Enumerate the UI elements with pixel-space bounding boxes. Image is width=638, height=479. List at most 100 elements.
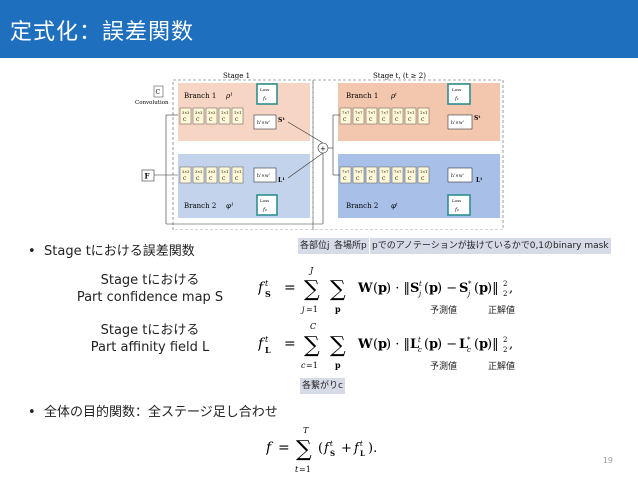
svg-text:1×1: 1×1 bbox=[420, 170, 427, 174]
svg-text:3×3: 3×3 bbox=[182, 111, 189, 115]
svg-text:f₂: f₂ bbox=[262, 207, 267, 213]
svg-text:p: p bbox=[429, 281, 438, 296]
desc-affinity-field: Stage tにおける Part affinity field L bbox=[50, 322, 250, 356]
svg-text:f₁: f₁ bbox=[262, 96, 267, 102]
svg-text:p: p bbox=[378, 337, 387, 352]
stage-t-branch1-convs: 7×7 7×7 7×7 7×7 7×7 1×1 1×1 C C C C C C … bbox=[339, 107, 430, 125]
svg-text:)‖: )‖ bbox=[487, 281, 499, 296]
svg-text:3×3: 3×3 bbox=[208, 111, 215, 115]
svg-text:W: W bbox=[357, 281, 373, 296]
equation-affinity-loss: f t L = C ∑ c =1 ∑ p W ( p ) · ‖ L t c (… bbox=[257, 318, 558, 374]
svg-text:(: ( bbox=[474, 281, 479, 296]
svg-text:7×7: 7×7 bbox=[394, 111, 401, 115]
svg-text:=: = bbox=[284, 336, 296, 352]
svg-text:1×1: 1×1 bbox=[221, 111, 228, 115]
svg-text:C: C bbox=[395, 176, 399, 182]
s1-label: S¹ bbox=[278, 117, 285, 124]
svg-text:2: 2 bbox=[503, 290, 507, 298]
svg-text:p: p bbox=[429, 337, 438, 352]
bullet-stage-loss-text: Stage tにおける誤差関数 bbox=[44, 244, 195, 259]
label-predicted-s: 予測値 bbox=[430, 306, 458, 316]
svg-text:(: ( bbox=[373, 337, 378, 352]
feature-input-box bbox=[141, 169, 155, 182]
svg-text:f₂: f₂ bbox=[454, 207, 459, 213]
svg-text:W: W bbox=[357, 337, 373, 352]
svg-text:C: C bbox=[369, 117, 373, 123]
svg-text:(: ( bbox=[474, 337, 479, 352]
svg-text:C: C bbox=[183, 117, 187, 123]
svg-text:p: p bbox=[479, 281, 488, 296]
svg-text:(: ( bbox=[424, 337, 429, 352]
stage-t-s-output bbox=[447, 114, 473, 130]
svg-text:t: t bbox=[360, 440, 363, 448]
svg-text:1×1: 1×1 bbox=[420, 111, 427, 115]
feature-input-label: F bbox=[145, 172, 150, 181]
stage-t-label: Stage t, (t ≥ 2) bbox=[373, 72, 426, 80]
svg-text:J: J bbox=[308, 266, 314, 275]
svg-text:j: j bbox=[300, 305, 305, 314]
svg-text:j: j bbox=[417, 290, 422, 298]
svg-text:7×7: 7×7 bbox=[381, 111, 388, 115]
svg-text:7×7: 7×7 bbox=[342, 170, 349, 174]
l1-label: L¹ bbox=[278, 177, 285, 184]
svg-text:=1: =1 bbox=[306, 305, 318, 314]
stage1-branch1-convs: 3×3 3×3 3×3 1×1 1×1 C C C C C bbox=[179, 107, 244, 125]
label-ground-truth-l: 正解値 bbox=[488, 362, 516, 372]
svg-text:f: f bbox=[353, 441, 361, 456]
svg-text:C: C bbox=[382, 117, 386, 123]
svg-text:C: C bbox=[408, 117, 412, 123]
svg-text:1×1: 1×1 bbox=[221, 170, 228, 174]
svg-text:) −: ) − bbox=[437, 337, 457, 352]
svg-text:C: C bbox=[183, 176, 187, 182]
stage1-loss-f2 bbox=[256, 194, 278, 216]
svg-text:Loss: Loss bbox=[452, 87, 461, 92]
svg-text:∑: ∑ bbox=[330, 277, 346, 302]
svg-text:)‖: )‖ bbox=[487, 337, 499, 352]
svg-text:p: p bbox=[378, 281, 387, 296]
svg-text:L: L bbox=[360, 449, 365, 458]
svg-text:3×3: 3×3 bbox=[195, 170, 202, 174]
stage1-phi-label: φ¹ bbox=[226, 202, 234, 210]
bullet-dot: • bbox=[28, 244, 36, 259]
svg-text:7×7: 7×7 bbox=[355, 170, 362, 174]
architecture-diagram: Stage 1 Stage t, (t ≥ 2) C Convolution F… bbox=[118, 70, 508, 231]
svg-text:7×7: 7×7 bbox=[394, 170, 401, 174]
bullet-stage-loss: • Stage tにおける誤差関数 bbox=[28, 240, 195, 259]
equation-total-loss: f = T ∑ t =1 ( f t S + f t L ). bbox=[265, 422, 416, 478]
convolution-legend-box bbox=[153, 85, 164, 98]
svg-text:t: t bbox=[419, 280, 422, 288]
svg-text:) · ‖: ) · ‖ bbox=[386, 337, 410, 352]
svg-text:∑: ∑ bbox=[304, 333, 320, 358]
svg-text:C: C bbox=[196, 117, 200, 123]
svg-text:3×3: 3×3 bbox=[195, 111, 202, 115]
svg-text:S: S bbox=[330, 449, 335, 458]
page-number: 19 bbox=[602, 456, 613, 465]
stage1-l-output bbox=[253, 167, 277, 183]
stage1-branch2-label: Branch 2 bbox=[184, 202, 216, 210]
svg-text:h'×w': h'×w' bbox=[451, 120, 464, 126]
svg-text:7×7: 7×7 bbox=[368, 111, 375, 115]
svg-text:S: S bbox=[265, 289, 271, 299]
svg-text:t: t bbox=[330, 440, 333, 448]
svg-text:=: = bbox=[284, 280, 296, 296]
svg-text:C: C bbox=[196, 176, 200, 182]
svg-text:(: ( bbox=[424, 281, 429, 296]
svg-text:∑: ∑ bbox=[296, 437, 312, 462]
svg-text:L: L bbox=[459, 337, 468, 352]
svg-text:t: t bbox=[265, 279, 269, 288]
label-ground-truth-s: 正解値 bbox=[488, 306, 516, 316]
svg-text:,: , bbox=[509, 337, 513, 352]
svg-text:∑: ∑ bbox=[330, 333, 346, 358]
svg-text:S: S bbox=[410, 281, 419, 296]
tag-binary-mask: pでのアノテーションが抜けているかで0,1のbinary mask bbox=[370, 238, 611, 254]
svg-text:j: j bbox=[466, 290, 471, 298]
svg-text:f₁: f₁ bbox=[454, 96, 459, 102]
svg-text:Loss: Loss bbox=[260, 198, 269, 203]
equation-confidence-loss: f t S = J ∑ j =1 ∑ p W ( p ) · ‖ S t j (… bbox=[257, 262, 558, 318]
stage-t-loss-f1 bbox=[447, 83, 471, 105]
svg-text:C: C bbox=[209, 176, 213, 182]
convolution-legend-label: Convolution bbox=[135, 100, 169, 106]
stage-t-rho-label: ρᵗ bbox=[390, 92, 397, 100]
desc-confidence-map: Stage tにおける Part confidence map S bbox=[50, 272, 250, 306]
svg-text:t: t bbox=[295, 465, 299, 474]
